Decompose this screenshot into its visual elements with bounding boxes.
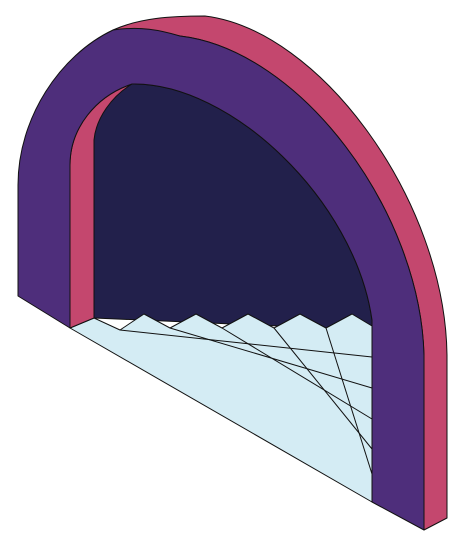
arch-front-face	[17, 27, 425, 531]
floor-step-line	[119, 329, 373, 358]
floor-step-line	[273, 327, 373, 450]
floor-step-line	[325, 327, 373, 475]
floor-surface	[69, 313, 373, 503]
floor-steps	[69, 313, 373, 503]
floor-step-line	[221, 327, 373, 420]
